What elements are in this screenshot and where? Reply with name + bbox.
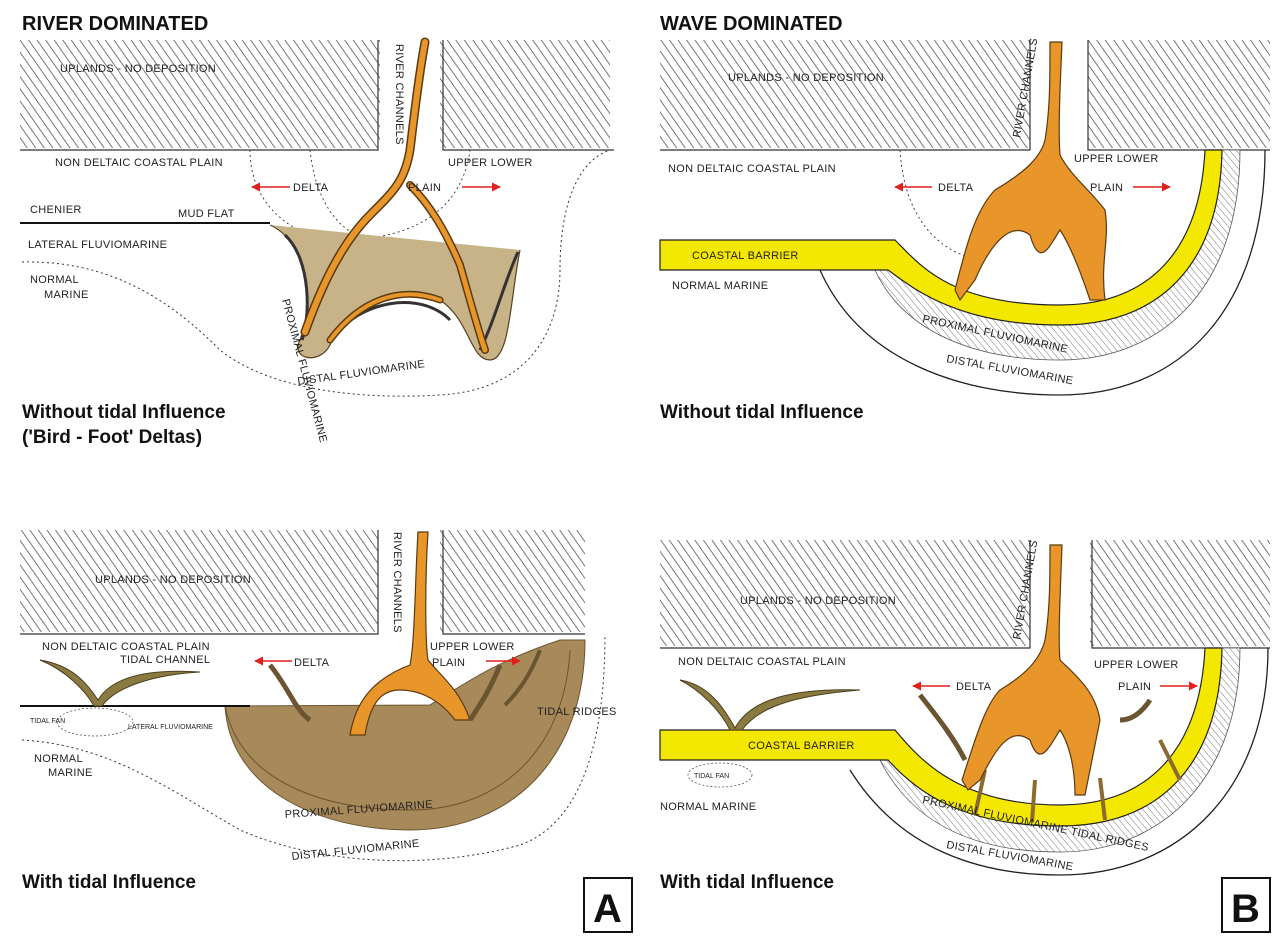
label-river-channels-c: RIVER CHANNELS	[391, 532, 403, 633]
label-upper-lower-b: UPPER LOWER	[1074, 153, 1159, 165]
caption-b-bottom: With tidal Influence	[660, 872, 834, 893]
label-plain-b: PLAIN	[1090, 182, 1123, 194]
panel-wave-no-tide: UPLANDS - NO DEPOSITION RIVER CHANNELS N…	[660, 37, 1270, 395]
label-delta-d: DELTA	[956, 681, 992, 693]
label-chenier: CHENIER	[30, 204, 82, 216]
label-uplands-b: UPLANDS - NO DEPOSITION	[728, 72, 884, 84]
coastal-barrier	[660, 150, 1222, 325]
label-lateral-fluviomarine: LATERAL FLUVIOMARINE	[28, 239, 167, 251]
label-normal-c: NORMAL	[34, 753, 83, 765]
label-normal-marine-b: NORMAL MARINE	[672, 280, 768, 292]
caption-a-top-line2: ('Bird - Foot' Deltas)	[22, 427, 202, 448]
panel-river-no-tide: UPLANDS - NO DEPOSITION RIVER CHANNELS N…	[20, 40, 614, 444]
uplands-block-right-b	[1088, 40, 1270, 148]
label-non-deltaic-c: NON DELTAIC COASTAL PLAIN	[42, 641, 210, 653]
caption-b-top: Without tidal Influence	[660, 402, 864, 423]
label-normal-marine-d: NORMAL MARINE	[660, 801, 756, 813]
uplands-block-right-c	[440, 530, 585, 632]
label-uplands: UPLANDS - NO DEPOSITION	[60, 63, 216, 75]
label-non-deltaic: NON DELTAIC COASTAL PLAIN	[55, 157, 223, 169]
uplands-block-left-b	[660, 40, 1030, 148]
label-non-deltaic-d: NON DELTAIC COASTAL PLAIN	[678, 656, 846, 668]
label-normal: NORMAL	[30, 274, 79, 286]
label-river-channels: RIVER CHANNELS	[393, 44, 405, 145]
uplands-block-right-d	[1090, 540, 1270, 646]
label-non-deltaic-b: NON DELTAIC COASTAL PLAIN	[668, 163, 836, 175]
heading-river-dominated: RIVER DOMINATED	[22, 13, 208, 35]
label-delta-c: DELTA	[294, 657, 330, 669]
caption-a-top-line1: Without tidal Influence	[22, 402, 226, 423]
label-tidal-fan: TIDAL FAN	[30, 718, 65, 725]
uplands-block-left	[20, 40, 380, 148]
heading-wave-dominated: WAVE DOMINATED	[660, 13, 843, 35]
label-mud-flat: MUD FLAT	[178, 208, 235, 220]
label-distal-c: DISTAL FLUVIOMARINE	[291, 838, 420, 863]
caption-a-bottom: With tidal Influence	[22, 872, 196, 893]
label-plain: PLAIN	[408, 182, 441, 194]
label-uplands-c: UPLANDS - NO DEPOSITION	[95, 574, 251, 586]
label-tidal-ridges: TIDAL RIDGES	[537, 706, 617, 718]
panel-river-tidal: UPLANDS - NO DEPOSITION RIVER CHANNELS N…	[20, 530, 617, 863]
label-delta-b: DELTA	[938, 182, 974, 194]
label-coastal-barrier: COASTAL BARRIER	[692, 250, 799, 262]
panel-letter-a: A	[593, 887, 622, 931]
panel-wave-tidal: UPLANDS - NO DEPOSITION RIVER CHANNELS N…	[660, 539, 1270, 875]
label-upper-lower: UPPER LOWER	[448, 157, 533, 169]
label-lateral-fluviomarine-small: LATERAL FLUVIOMARINE	[128, 724, 213, 731]
label-uplands-d: UPLANDS - NO DEPOSITION	[740, 595, 896, 607]
label-distal-fluviomarine: DISTAL FLUVIOMARINE	[297, 358, 426, 388]
uplands-block-right	[440, 40, 610, 148]
label-plain-c: PLAIN	[432, 657, 465, 669]
label-delta: DELTA	[293, 182, 329, 194]
label-upper-lower-c: UPPER LOWER	[430, 641, 515, 653]
label-marine-c: MARINE	[48, 767, 93, 779]
label-marine: MARINE	[44, 289, 89, 301]
label-coastal-barrier-d: COASTAL BARRIER	[748, 740, 855, 752]
uplands-block-left-d	[660, 540, 1030, 646]
label-upper-lower-d: UPPER LOWER	[1094, 659, 1179, 671]
label-tidal-channel: TIDAL CHANNEL	[120, 654, 210, 666]
label-tidal-fan-d: TIDAL FAN	[694, 773, 729, 780]
label-plain-d: PLAIN	[1118, 681, 1151, 693]
panel-letter-b: B	[1231, 887, 1260, 931]
